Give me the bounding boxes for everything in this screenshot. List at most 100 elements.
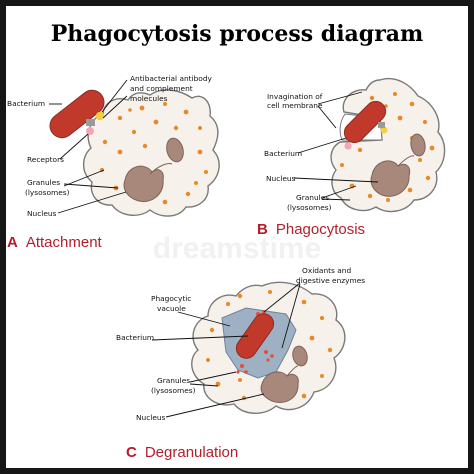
granules-b — [340, 92, 435, 202]
label-nucleus-a: Nucleus — [27, 209, 57, 218]
label-bacterium-a: Bacterium — [7, 99, 45, 108]
granule — [367, 193, 373, 199]
granule — [139, 105, 145, 111]
nucleus-lobe — [260, 371, 299, 403]
granule — [320, 374, 324, 378]
enzyme-dot — [244, 370, 248, 374]
nucleus-lobe — [370, 160, 411, 197]
label-vacuole-line2: vacuole — [157, 304, 186, 313]
granule — [204, 170, 208, 174]
label-granules-b-line2: (lysosomes) — [287, 203, 332, 212]
granule — [393, 92, 397, 96]
panel-b-caption: B Phagocytosis — [257, 221, 365, 238]
antibody-marker — [95, 111, 105, 121]
enzyme-dot — [264, 350, 268, 354]
antibody-marker — [380, 126, 388, 134]
granules-a — [99, 102, 208, 205]
granule — [131, 129, 137, 135]
granule — [198, 126, 202, 130]
label-granules-c-line1: Granules — [157, 376, 190, 385]
panel-b: Invagination of cell membrane Bacterium … — [257, 78, 446, 238]
granule — [238, 378, 242, 382]
nucleus-bridge — [286, 365, 299, 377]
granule — [327, 347, 333, 353]
label-oxidants-line2: digestive enzymes — [296, 276, 365, 285]
granule — [418, 158, 422, 162]
granule — [117, 115, 123, 121]
bacterium-c — [235, 313, 275, 359]
leader-line — [297, 137, 347, 154]
leader-line — [165, 393, 265, 418]
label-granules-c-line2: (lysosomes) — [151, 386, 196, 395]
nucleus-bridge — [397, 155, 415, 167]
granule — [162, 199, 168, 205]
label-invagination-line2: cell membrane — [267, 101, 323, 110]
enzyme-dot — [240, 364, 244, 368]
leader-line — [317, 91, 363, 105]
granule — [268, 290, 272, 294]
granule — [183, 109, 189, 115]
granule — [142, 143, 148, 149]
bacterium-a — [49, 89, 105, 139]
panel-b-title: Phagocytosis — [276, 221, 365, 238]
granule — [357, 147, 363, 153]
granule — [185, 191, 191, 197]
leader-line — [63, 169, 105, 187]
leader-line — [321, 198, 351, 201]
receptor-marker — [86, 127, 94, 135]
granule — [194, 181, 198, 185]
panel-a-caption: A Attachment — [7, 234, 103, 251]
panel-c: Oxidants and digestive enzymes Phagocyti… — [116, 266, 365, 461]
granule — [215, 381, 221, 387]
label-nucleus-b: Nucleus — [266, 174, 296, 183]
granule — [409, 101, 415, 107]
label-oxidants-line1: Oxidants and — [302, 266, 351, 275]
leader-line — [293, 177, 379, 183]
nucleus-lobe — [292, 345, 308, 367]
granule — [301, 299, 307, 305]
leader-line — [102, 95, 128, 119]
enzyme-dot — [266, 358, 270, 362]
diagram-title: Phagocytosis process diagram — [51, 21, 424, 47]
panel-c-title: Degranulation — [145, 444, 238, 461]
nucleus-a — [123, 137, 184, 202]
granule — [422, 119, 428, 125]
granule — [301, 393, 307, 399]
label-vacuole-line1: Phagocytic — [151, 294, 191, 303]
granule — [309, 335, 315, 341]
nucleus-b — [370, 133, 426, 197]
leader-line — [317, 105, 337, 129]
bacterium-b — [343, 100, 387, 144]
granule — [153, 119, 159, 125]
leader-line — [57, 191, 127, 214]
leader-line — [263, 282, 301, 313]
granule — [197, 149, 203, 155]
nucleus-lobe — [166, 137, 184, 163]
granule — [397, 115, 403, 121]
label-antibody-line3: molecules — [130, 94, 168, 103]
label-antibody-line1: Antibacterial antibody — [130, 74, 213, 83]
leader-line — [177, 311, 231, 327]
granule — [425, 175, 431, 181]
granule — [369, 95, 375, 101]
leader-line — [101, 79, 128, 113]
enzyme-dot — [236, 370, 240, 374]
panel-c-letter: C — [126, 444, 137, 461]
panel-a: Bacterium Antibacterial antibody and com… — [7, 74, 220, 251]
granule — [340, 163, 344, 167]
granule — [407, 187, 413, 193]
granule — [386, 198, 390, 202]
label-granules-a-line2: (lysosomes) — [25, 188, 70, 197]
granule — [117, 149, 123, 155]
granule — [209, 327, 215, 333]
leader-line — [189, 371, 237, 383]
label-nucleus-c: Nucleus — [136, 413, 166, 422]
label-bacterium-b: Bacterium — [264, 149, 302, 158]
watermark-text: dreamstime — [153, 232, 321, 265]
enzyme-dot — [270, 354, 274, 358]
leader-line — [321, 185, 357, 199]
granule — [225, 301, 231, 307]
leader-line — [59, 133, 89, 160]
granule — [237, 293, 243, 299]
leader-line — [281, 283, 301, 349]
